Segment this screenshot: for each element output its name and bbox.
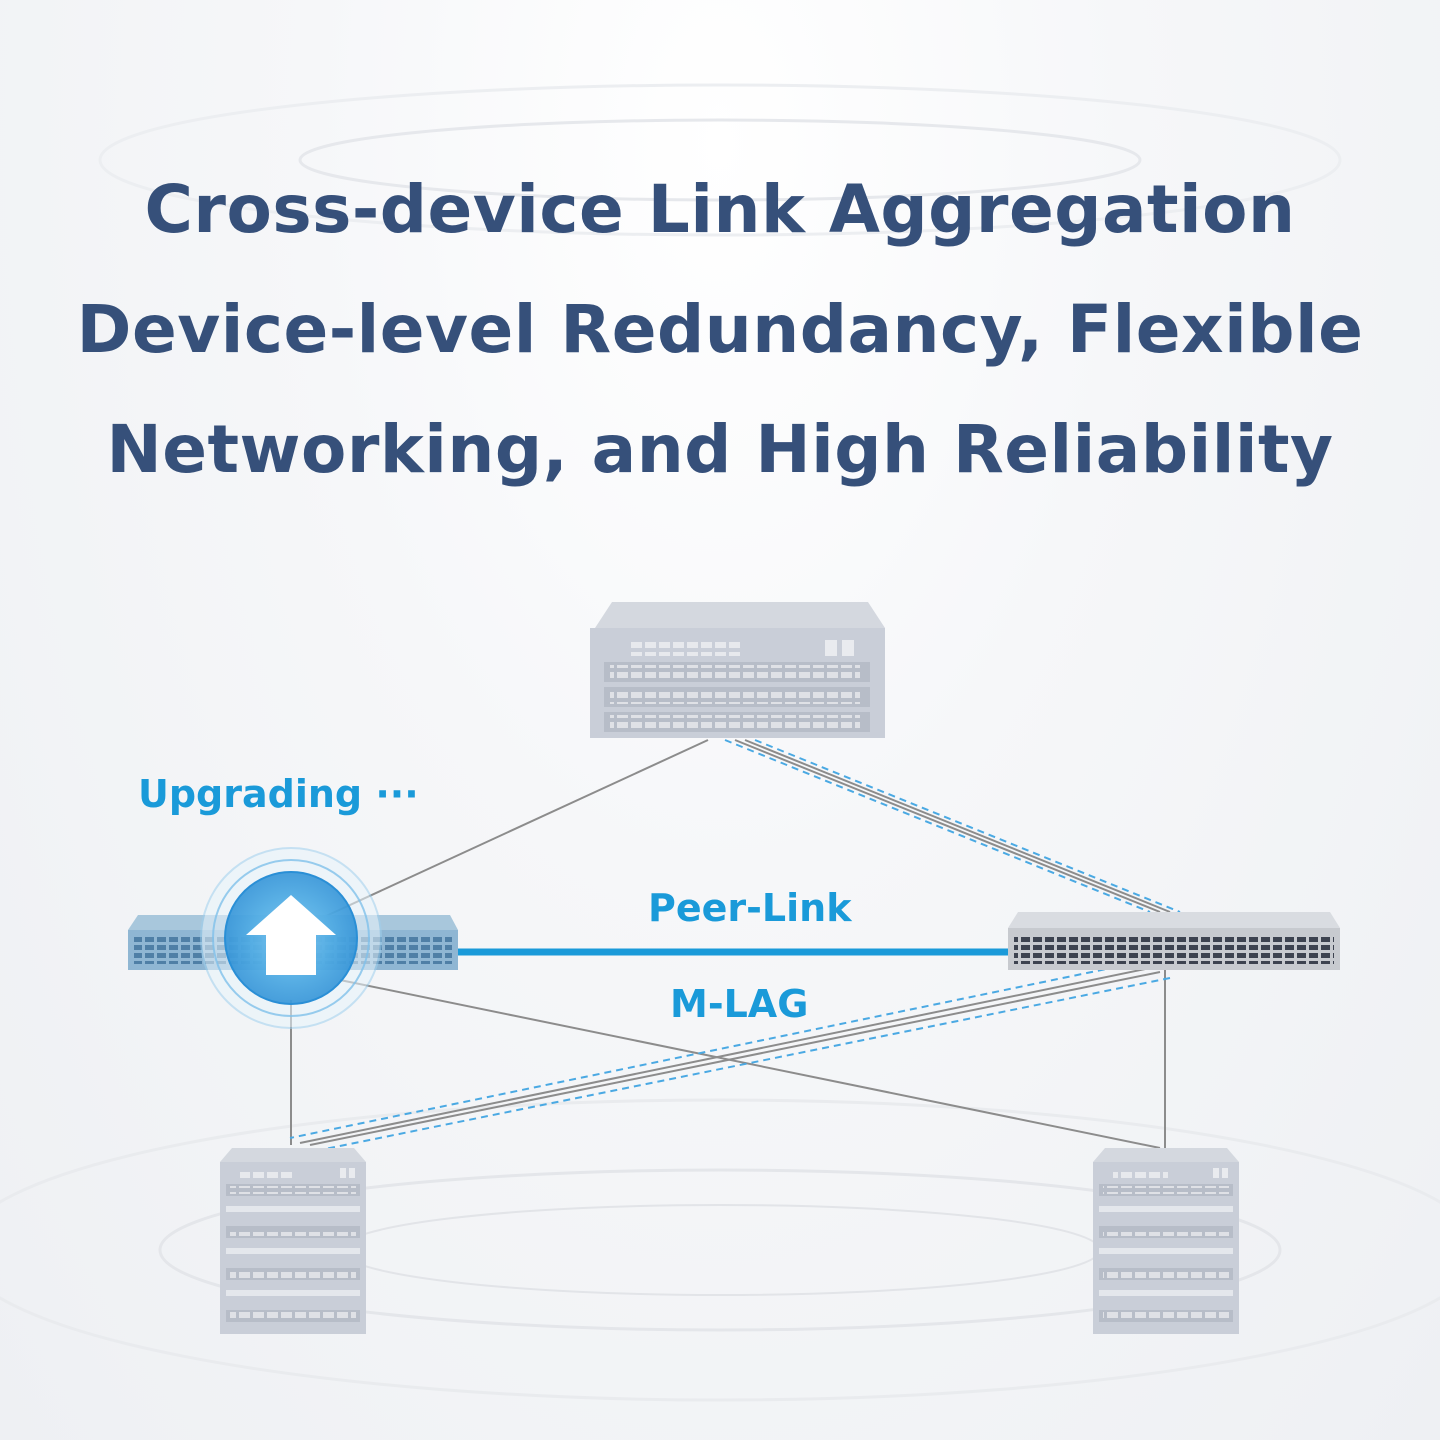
peer-link-label: Peer-Link [648, 886, 852, 930]
link-top-to-right-switch-dashed-a [724, 739, 1151, 913]
headline-line-2: Device-level Redundancy, Flexible [76, 291, 1364, 368]
peer-switch [1008, 912, 1340, 970]
link-right-switch-to-left-server-b [309, 971, 1161, 1146]
upgrade-indicator [200, 847, 382, 1029]
left-server-chassis [220, 1148, 366, 1334]
right-server-chassis [1093, 1148, 1239, 1334]
link-top-to-right-switch-b [744, 739, 1171, 913]
link-right-switch-to-left-server-a [299, 967, 1151, 1144]
link-left-switch-to-right-server [339, 979, 1161, 1149]
upgrading-label: Upgrading ··· [138, 772, 419, 816]
up-arrow-icon [246, 895, 336, 975]
link-top-to-right-switch-a [734, 739, 1161, 913]
link-right-switch-to-left-server-dashed-b [319, 977, 1171, 1151]
link-top-to-right-switch-dashed-b [754, 739, 1181, 913]
links [289, 739, 1181, 1151]
headline-line-3: Networking, and High Reliability [106, 411, 1334, 488]
headline: Cross-device Link Aggregation Device-lev… [0, 150, 1440, 510]
link-right-switch-to-left-server-dashed-a [289, 961, 1141, 1139]
headline-line-1: Cross-device Link Aggregation [144, 171, 1296, 248]
m-lag-label: M-LAG [670, 982, 809, 1026]
top-chassis-switch [590, 602, 885, 738]
